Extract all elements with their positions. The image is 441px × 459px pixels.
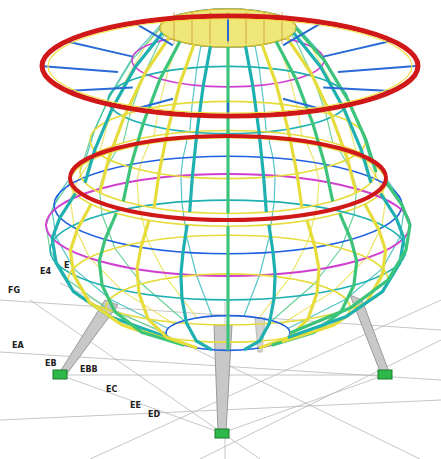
radial-spoke bbox=[40, 66, 118, 72]
equator-red-ring bbox=[70, 136, 386, 220]
radial-spoke bbox=[65, 41, 133, 57]
grid-axis-label: E bbox=[64, 262, 69, 270]
radial-spoke bbox=[227, 16, 229, 41]
grid-axis-label: EE bbox=[130, 402, 141, 410]
lattice-frame bbox=[40, 9, 418, 350]
radial-spoke bbox=[283, 23, 322, 46]
grid-axis-label: ED bbox=[148, 411, 160, 419]
radial-spoke bbox=[338, 66, 416, 72]
meridian-rib bbox=[154, 45, 194, 208]
meridian-rib bbox=[246, 46, 267, 212]
meridian-rib bbox=[272, 213, 357, 345]
radial-spoke bbox=[323, 87, 391, 91]
grid-axis-label: EB bbox=[45, 360, 57, 368]
grid-axis-label: E4 bbox=[40, 268, 51, 276]
grid-axis-label: EC bbox=[106, 386, 117, 394]
grid-axis-label: EBB bbox=[80, 366, 98, 374]
meridian-rib bbox=[244, 225, 275, 350]
meridian-rib bbox=[262, 45, 302, 208]
support-legs bbox=[53, 295, 392, 438]
radial-spoke bbox=[134, 23, 173, 46]
meridian-rib bbox=[181, 225, 212, 350]
outer-ring-edge bbox=[48, 19, 412, 113]
meridian-rib bbox=[226, 226, 229, 350]
grid-axis-label: EA bbox=[12, 342, 24, 350]
meridian-rib bbox=[190, 46, 211, 212]
meridian-rib bbox=[226, 47, 229, 213]
meridian-rib bbox=[99, 213, 184, 345]
radial-spoke bbox=[323, 41, 391, 57]
grid-axis-label: FG bbox=[8, 287, 20, 295]
ground-grid bbox=[0, 283, 441, 459]
outer-red-ring bbox=[42, 16, 418, 116]
meridian-rib bbox=[70, 204, 174, 342]
